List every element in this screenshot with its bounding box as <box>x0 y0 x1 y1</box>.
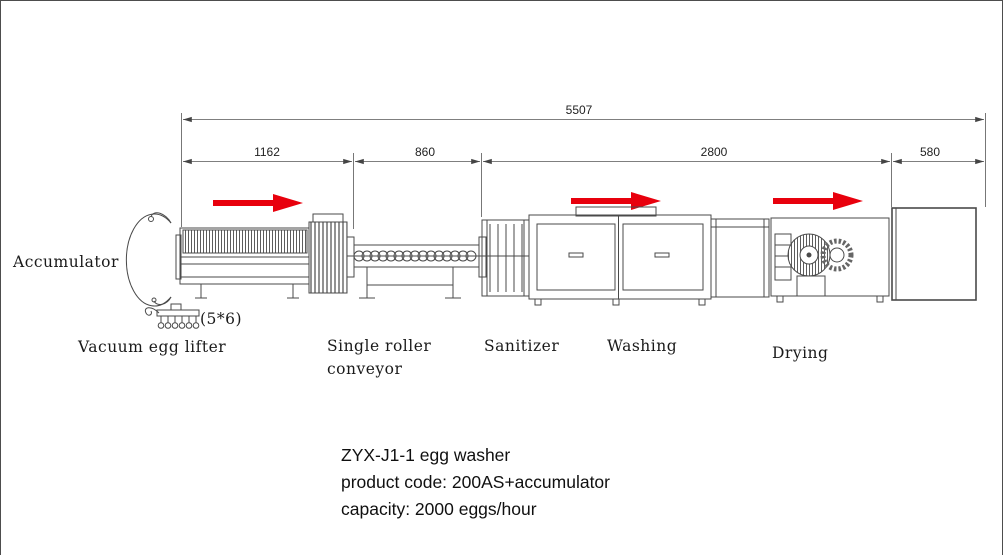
product-title: ZYX-J1-1 egg washer <box>341 445 511 465</box>
label-drying: Drying <box>772 344 828 362</box>
vacuum-lifter-icon <box>144 303 200 329</box>
dim-seg4-value: 580 <box>920 145 940 159</box>
accumulator-graphic <box>125 212 172 307</box>
dim-seg1-value: 1162 <box>254 145 280 159</box>
accumulator-conveyor-graphic <box>175 227 311 299</box>
brush-section-graphic <box>308 213 348 294</box>
flow-arrow-1 <box>213 194 303 212</box>
drying-graphic <box>770 217 890 303</box>
collection-table-graphic <box>891 207 977 301</box>
sanitizer-entry-graphic <box>481 219 530 297</box>
label-single-roller-line2: conveyor <box>327 360 403 378</box>
section-labels: Accumulator (5*6) Vacuum egg lifter Sing… <box>12 253 828 378</box>
washer-cabinet-graphic <box>528 206 712 306</box>
product-info: ZYX-J1-1 egg washer product code: 200AS+… <box>341 442 610 523</box>
transfer-panel-graphic <box>710 218 770 298</box>
dimension-values: 5507 1162 860 2800 580 <box>254 103 940 159</box>
label-egg-grid: (5*6) <box>200 310 242 328</box>
label-accumulator: Accumulator <box>12 253 119 271</box>
product-capacity: capacity: 2000 eggs/hour <box>341 499 537 519</box>
label-sanitizer: Sanitizer <box>484 337 559 355</box>
product-code: product code: 200AS+accumulator <box>341 472 610 492</box>
label-single-roller-line1: Single roller <box>327 337 431 355</box>
dim-seg3-value: 2800 <box>701 145 728 159</box>
machine-drawing <box>125 206 977 329</box>
roller-conveyor-graphic <box>346 236 529 299</box>
flow-arrow-2 <box>571 192 661 210</box>
label-washing: Washing <box>607 337 677 355</box>
label-vacuum-egg-lifter: Vacuum egg lifter <box>77 338 226 356</box>
dim-total-value: 5507 <box>566 103 593 117</box>
dimension-lines <box>181 113 986 229</box>
gear-icon <box>820 238 854 272</box>
flow-arrows <box>213 192 863 212</box>
dim-seg2-value: 860 <box>415 145 435 159</box>
flow-arrow-3 <box>773 192 863 210</box>
